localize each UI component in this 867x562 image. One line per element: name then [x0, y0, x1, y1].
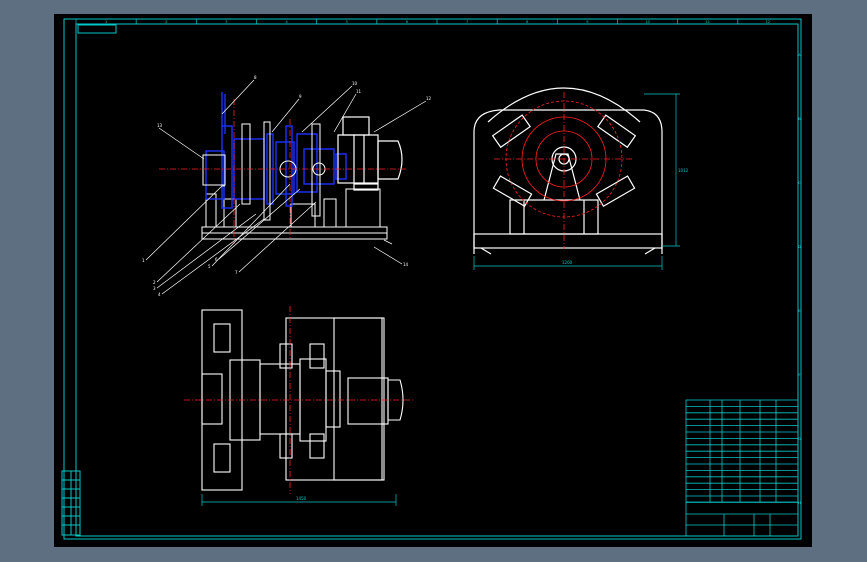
svg-text:1450: 1450 [296, 496, 307, 501]
zone-label-right: E [798, 309, 800, 313]
svg-text:6: 6 [215, 257, 218, 262]
title-block [685, 399, 799, 537]
zone-label-top: 5 [346, 20, 348, 24]
drawing-number-box [77, 24, 117, 34]
zone-label-top: 11 [706, 20, 710, 24]
svg-text:4: 4 [158, 292, 161, 297]
zone-label-right: B [798, 117, 801, 121]
svg-text:3: 3 [153, 286, 156, 291]
svg-text:10: 10 [352, 81, 358, 86]
zone-markers-right: A B C D E F G H [798, 53, 801, 505]
svg-text:5: 5 [208, 264, 211, 269]
svg-text:7: 7 [235, 270, 238, 275]
svg-text:8: 8 [254, 75, 257, 80]
top-view: 1450 [184, 306, 414, 506]
zone-label-top: 12 [766, 20, 770, 24]
svg-text:9: 9 [299, 94, 302, 99]
zone-label-top: 7 [466, 20, 468, 24]
zone-label-right: F [798, 373, 800, 377]
svg-text:12: 12 [426, 96, 432, 101]
svg-text:2: 2 [153, 280, 156, 285]
zone-label-top: 10 [645, 20, 649, 24]
svg-text:13: 13 [157, 123, 163, 128]
zone-label-top: 1 [105, 20, 107, 24]
side-view: 1260 1012 [473, 87, 689, 270]
svg-text:1012: 1012 [678, 168, 689, 173]
svg-text:1260: 1260 [562, 260, 573, 265]
svg-text:11: 11 [356, 89, 362, 94]
motor [337, 116, 403, 191]
zone-label-right: G [798, 437, 801, 441]
zone-label-top: 8 [526, 20, 528, 24]
zone-label-top: 2 [165, 20, 167, 24]
svg-text:1: 1 [142, 258, 145, 263]
zone-label-right: A [798, 53, 801, 57]
zone-label-right: D [798, 245, 801, 249]
revision-block [61, 470, 81, 536]
zone-label-top: 4 [285, 20, 288, 24]
svg-text:14: 14 [403, 262, 409, 267]
zone-label-right: C [798, 181, 801, 185]
zone-label-top: 6 [406, 20, 408, 24]
zone-label-top: 9 [586, 20, 588, 24]
zone-label-right: H [798, 501, 801, 505]
zone-label-top: 3 [225, 20, 227, 24]
